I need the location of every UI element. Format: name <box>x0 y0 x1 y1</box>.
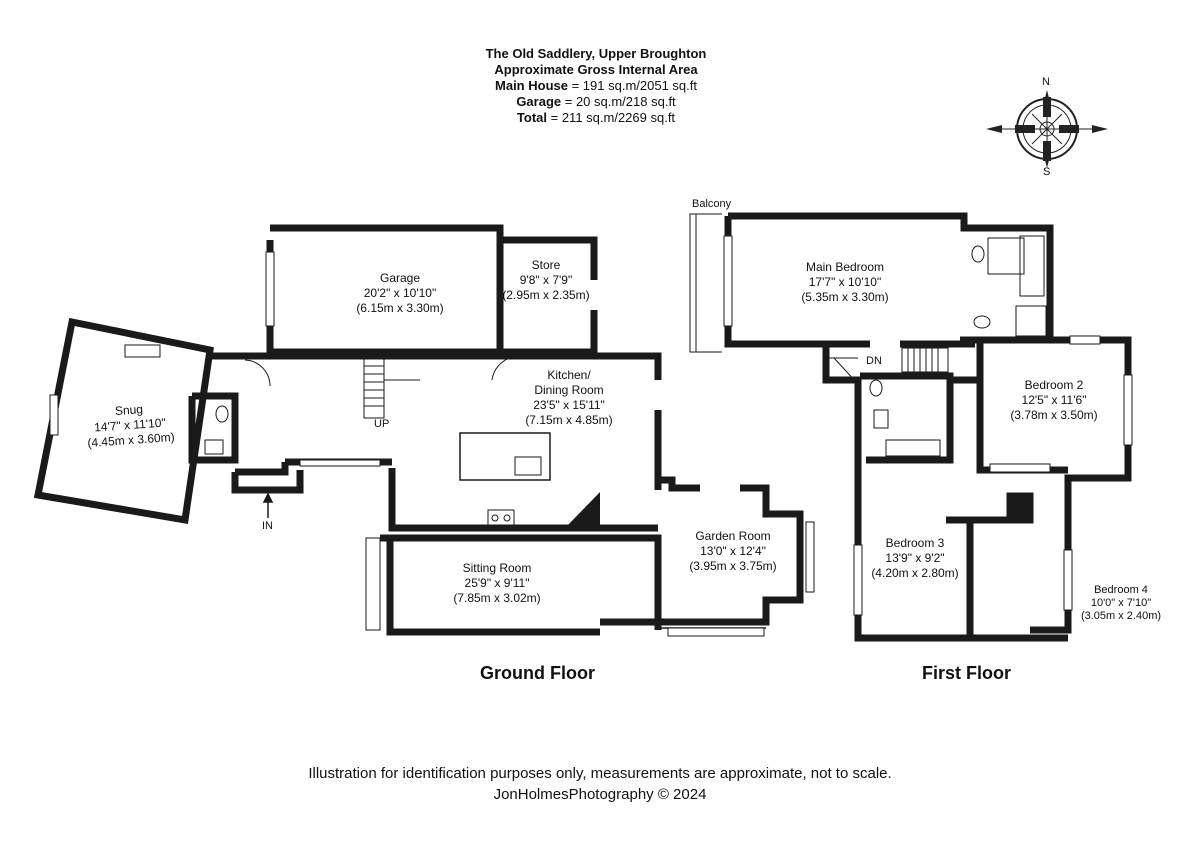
room-label-bedroom-3: Bedroom 3 13'9" x 9'2" (4.20m x 2.80m) <box>860 536 970 581</box>
room-size-imperial: 9'8" x 7'9" <box>519 273 573 287</box>
room-size-metric: (7.85m x 3.02m) <box>453 591 541 605</box>
first-floor-stairs <box>826 347 949 385</box>
ground-floor-title: Ground Floor <box>480 663 595 683</box>
room-name: Garden Room <box>695 529 771 543</box>
room-name: Main Bedroom <box>805 260 885 274</box>
room-size-metric: (3.05m x 2.40m) <box>1080 610 1162 622</box>
entrance-arrow-icon <box>262 492 274 518</box>
room-size-imperial: 25'9" x 9'11" <box>464 576 530 590</box>
room-size-imperial: 23'5" x 15'11" <box>533 398 605 412</box>
balcony-outline <box>689 213 722 353</box>
room-size-imperial: 20'2" x 10'10" <box>363 286 437 300</box>
plan-header: The Old Saddlery, Upper Broughton Approx… <box>396 46 796 126</box>
room-label-sitting-room: Sitting Room 25'9" x 9'11" (7.85m x 3.02… <box>432 561 562 606</box>
compass-rose-icon <box>986 90 1108 168</box>
room-size-imperial: 12'5" x 11'6" <box>1021 393 1087 407</box>
room-label-snug: Snug 14'7" x 11'10" (4.45m x 3.60m) <box>69 399 192 452</box>
ground-floor-stairs <box>244 355 521 419</box>
compass-south-label: S <box>1043 166 1051 178</box>
room-name: Bedroom 3 <box>885 536 945 550</box>
room-name: Bedroom 4 <box>1094 584 1148 596</box>
room-size-metric: (5.35m x 3.30m) <box>801 290 889 304</box>
entrance-label: IN <box>262 520 273 532</box>
first-floor-title: First Floor <box>922 663 1011 683</box>
disclaimer-text: Illustration for identification purposes… <box>308 765 892 782</box>
room-label-garage: Garage 20'2" x 10'10" (6.15m x 3.30m) <box>330 271 470 316</box>
area-subtitle: Approximate Gross Internal Area <box>494 62 698 77</box>
room-label-main-bedroom: Main Bedroom 17'7" x 10'10" (5.35m x 3.3… <box>780 260 910 305</box>
stairs-down-label: DN <box>866 355 882 367</box>
room-size-imperial: 10'0" x 7'10" <box>1090 597 1152 609</box>
room-name: Bedroom 2 <box>1024 378 1084 392</box>
total-area: Total = 211 sq.m/2269 sq.ft <box>396 110 796 126</box>
room-label-bedroom-2: Bedroom 2 12'5" x 11'6" (3.78m x 3.50m) <box>994 378 1114 423</box>
room-size-imperial: 13'0" x 12'4" <box>700 544 766 558</box>
stairs-up-label: UP <box>374 418 390 430</box>
ground-floor-windows <box>49 251 815 637</box>
total-area-value: = 211 sq.m/2269 sq.ft <box>547 110 676 125</box>
ground-floor-fixtures <box>204 405 542 527</box>
room-size-imperial: 13'9" x 9'2" <box>885 551 945 565</box>
room-size-metric: (3.78m x 3.50m) <box>1010 408 1098 422</box>
balcony-label: Balcony <box>692 198 732 210</box>
main-house-area-value: = 191 sq.m/2051 sq.ft <box>567 78 697 93</box>
room-name: Garage <box>379 271 421 285</box>
garage-area-value: = 20 sq.m/218 sq.ft <box>561 94 676 109</box>
copyright-credit: JonHolmesPhotography © 2024 <box>493 786 707 803</box>
room-name: Store <box>531 258 561 272</box>
garage-area-label: Garage <box>516 94 562 109</box>
main-house-area: Main House = 191 sq.m/2051 sq.ft <box>396 78 796 94</box>
room-label-bedroom-4: Bedroom 4 10'0" x 7'10" (3.05m x 2.40m) <box>1068 584 1174 623</box>
property-title: The Old Saddlery, Upper Broughton <box>485 46 707 61</box>
room-name-line2: Dining Room <box>534 383 604 397</box>
total-area-label: Total <box>516 110 548 125</box>
first-floor-fixtures <box>869 235 1047 457</box>
room-name: Kitchen/ <box>547 368 591 382</box>
room-size-imperial: 17'7" x 10'10" <box>808 275 882 289</box>
room-label-store: Store 9'8" x 7'9" (2.95m x 2.35m) <box>494 258 598 303</box>
room-size-metric: (7.15m x 4.85m) <box>525 413 613 427</box>
room-size-metric: (4.20m x 2.80m) <box>871 566 959 580</box>
compass-north-label: N <box>1042 76 1050 88</box>
main-house-area-label: Main House <box>495 78 568 93</box>
room-size-metric: (2.95m x 2.35m) <box>502 288 590 302</box>
room-label-kitchen-dining: Kitchen/ Dining Room 23'5" x 15'11" (7.1… <box>504 368 634 428</box>
room-size-metric: (6.15m x 3.30m) <box>356 301 444 315</box>
first-floor-windows <box>723 235 1133 616</box>
room-name: Sitting Room <box>462 561 532 575</box>
kitchen-corner-fill <box>565 492 600 528</box>
room-label-garden-room: Garden Room 13'0" x 12'4" (3.95m x 3.75m… <box>668 529 798 574</box>
room-size-metric: (3.95m x 3.75m) <box>689 559 777 573</box>
garage-area: Garage = 20 sq.m/218 sq.ft <box>396 94 796 110</box>
plan-footer: Illustration for identification purposes… <box>200 763 1000 805</box>
